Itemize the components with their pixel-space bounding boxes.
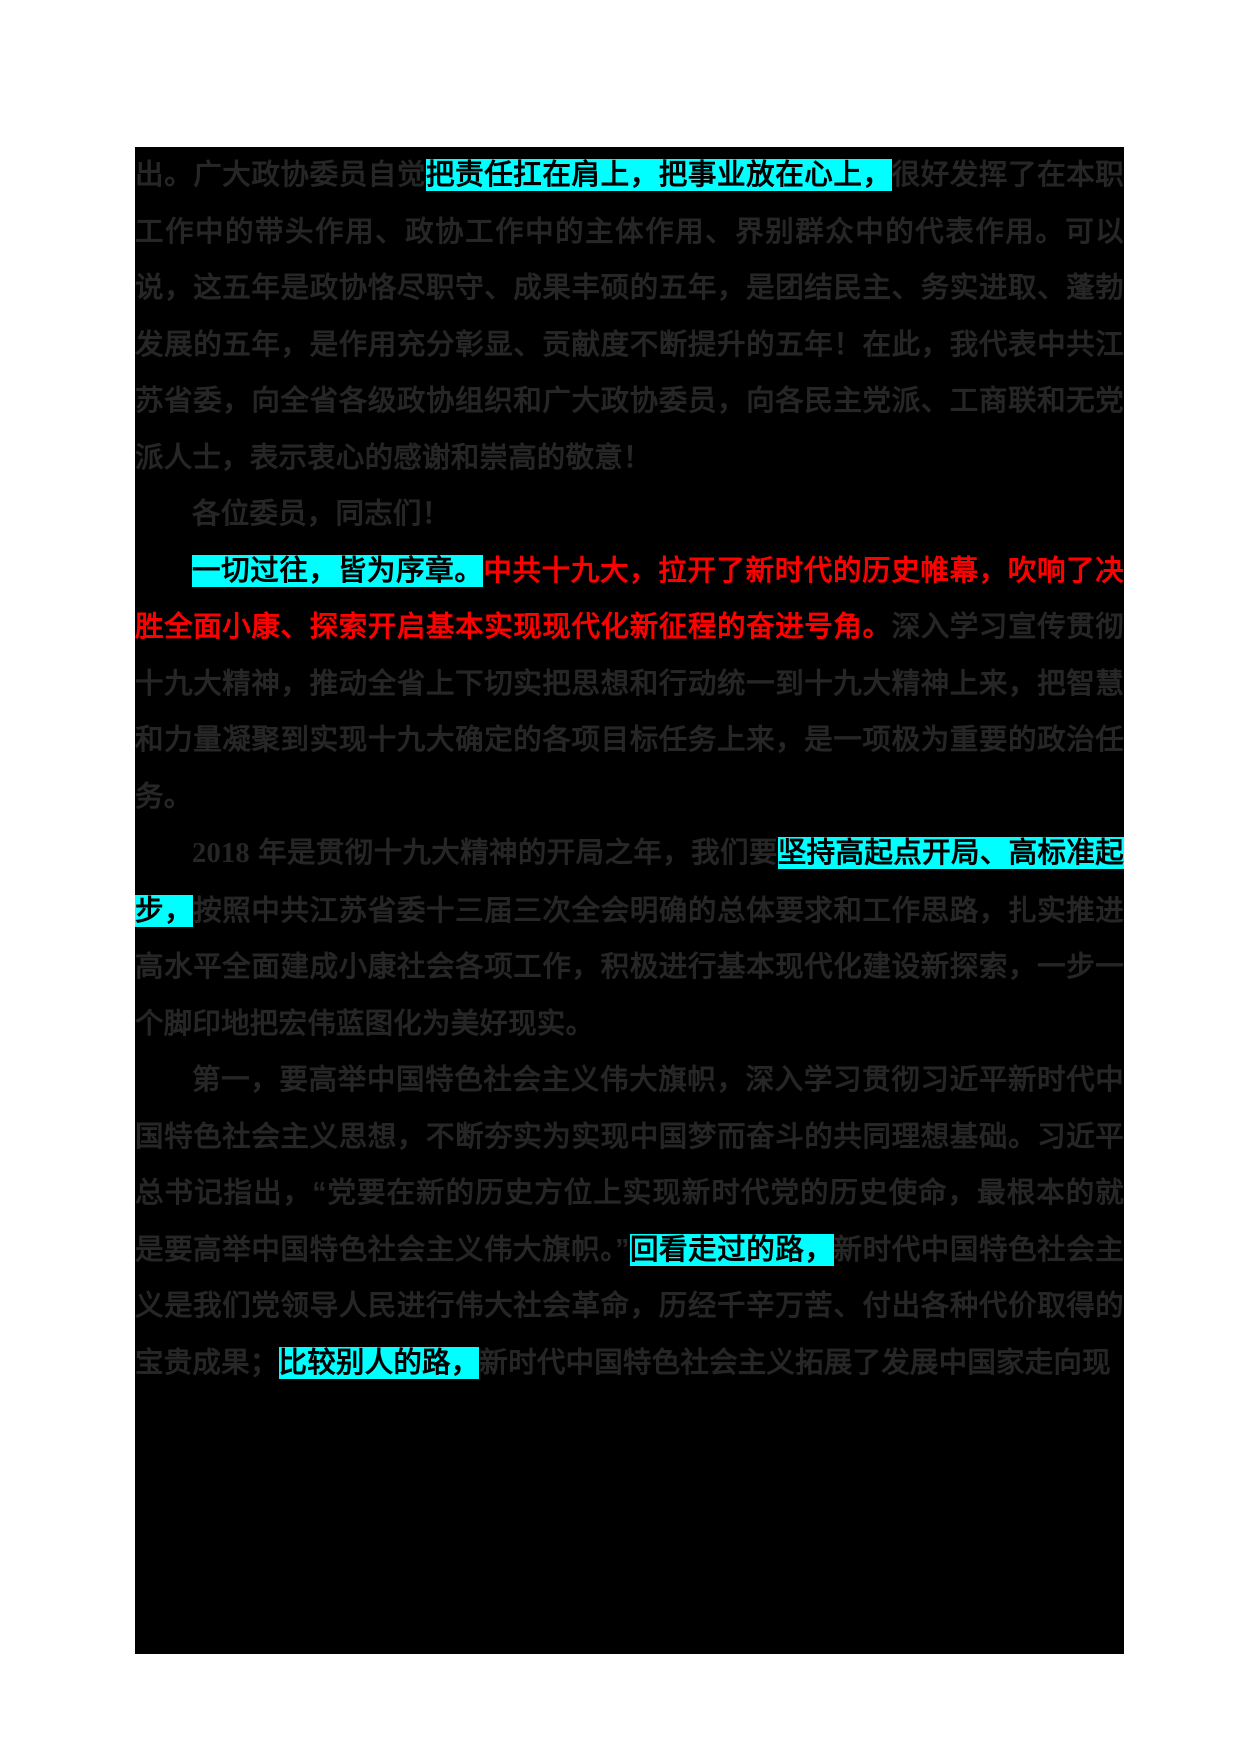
paragraph-2-salutation: 各位委员，同志们！ — [135, 486, 1124, 543]
paragraph-4: 2018 年是贯彻十九大精神的开局之年，我们要坚持高起点开局、高标准起步，按照中… — [135, 825, 1124, 1052]
text-run: 按照中共江苏省委十三届三次全会明确的总体要求和工作思路，扎实推进高水平全面建成小… — [135, 894, 1124, 1040]
text-run: 年是贯彻十九大精神的开局之年，我们要 — [249, 837, 778, 869]
paragraph-1: 出。广大政协委员自觉把责任扛在肩上，把事业放在心上，很好发挥了在本职工作中的带头… — [135, 147, 1124, 486]
paragraph-3: 一切过往，皆为序章。中共十九大，拉开了新时代的历史帷幕，吹响了决胜全面小康、探索… — [135, 543, 1124, 826]
text-run: 出。广大政协委员自觉 — [135, 159, 426, 191]
highlighted-run: 一切过往，皆为序章。 — [192, 554, 484, 587]
paragraph-5: 第一，要高举中国特色社会主义伟大旗帜，深入学习贯彻习近平新时代中国特色社会主义思… — [135, 1052, 1124, 1391]
document-content-block: 出。广大政协委员自觉把责任扛在肩上，把事业放在心上，很好发挥了在本职工作中的带头… — [135, 147, 1124, 1654]
year-number: 2018 — [192, 838, 250, 869]
text-run: 深入学习宣传贯彻十九大精神，推动全省上下切实把思想和行动统一到十九大精神上来，把… — [135, 611, 1124, 813]
text-run: 各位委员，同志们！ — [192, 498, 451, 530]
red-emphasis-run: 中共十九大，拉开了新时代的历史帷幕，吹响了决胜全面小康、探索开启基本实现现代化新… — [135, 554, 1124, 644]
text-run: 新时代中国特色社会主义是我们党领导人民进行伟大社会革命，历经千辛万苦、付出各种代… — [135, 1233, 1124, 1379]
text-run: 很好发挥了在本职工作中的带头作用、政协工作中的主体作用、界别群众中的代表作用。可… — [135, 159, 1124, 474]
highlighted-run: 比较别人的路， — [278, 1346, 480, 1379]
text-run: 第一，要高举中国特色社会主义伟大旗帜，深入学习贯彻习近平新时代中国特色社会主义思… — [135, 1064, 1124, 1266]
text-run: 新时代中国特色社会主义拓展了发展中国家走向现 — [479, 1346, 1111, 1379]
highlighted-run: 把责任扛在肩上，把事业放在心上， — [426, 159, 892, 191]
highlighted-run: 回看走过的路， — [629, 1233, 834, 1266]
